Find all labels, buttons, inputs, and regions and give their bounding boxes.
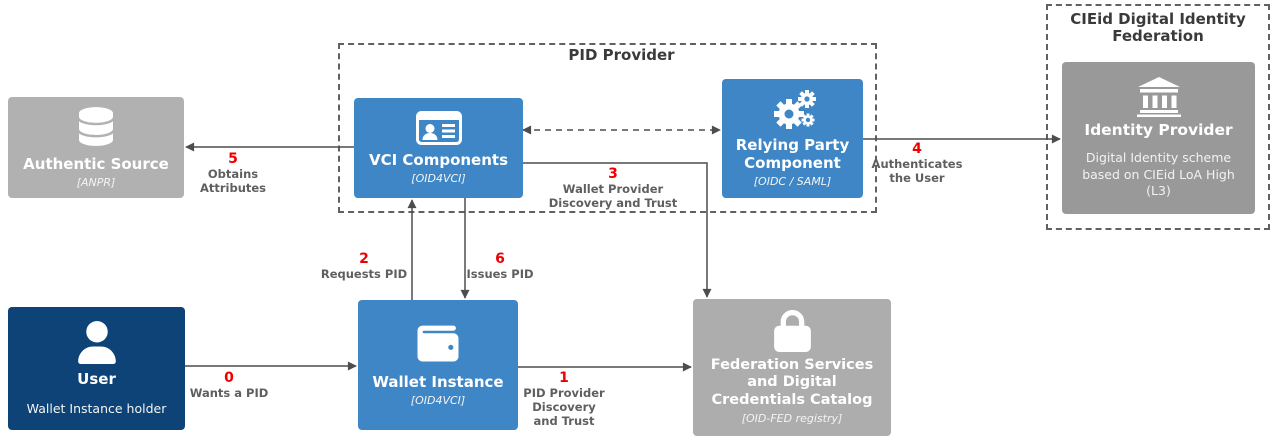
edge-label-6: 6 Issues PID [466,251,533,281]
edge-text: Issues PID [466,267,534,282]
node-authentic-source: Authentic Source [ANPR] [8,97,184,198]
node-subtitle: [ANPR] [76,175,116,189]
node-wallet-instance: Wallet Instance [OID4VCI] [358,300,518,430]
edge-3-wallet-provider-discovery [523,162,712,298]
edge-label-5: 5 Obtains Attributes [200,151,266,195]
edge-label-3: 3 Wallet Provider Discovery and Trust [549,166,677,210]
gears-icon [769,89,817,131]
pid-provider-group-title: PID Provider [568,46,675,64]
node-title: Authentic Source [23,154,169,173]
bank-icon [1136,76,1181,117]
node-title: Identity Provider [1084,120,1233,139]
node-federation-services: Federation Services and Digital Credenti… [693,299,891,436]
node-title: Federation Services and Digital Credenti… [710,356,874,408]
edge-text: Wallet Provider Discovery and Trust [548,182,678,211]
node-subtitle: [OID4VCI] [410,394,466,407]
pid-provider-group: PID Provider [338,43,877,213]
node-title: Relying Party Component [735,136,850,172]
edge-text: PID Provider Discovery and Trust [523,386,605,429]
edge-text: Wants a PID [189,386,269,401]
id-card-icon [415,111,462,145]
edge-label-0: 0 Wants a PID [190,370,269,400]
node-description: Digital Identity scheme based on CIEid L… [1082,150,1235,198]
edge-number: 6 [495,251,505,267]
edge-number: 2 [359,251,369,267]
edge-text: Obtains Attributes [199,167,267,196]
node-title: User [77,370,116,388]
edge-number: 0 [224,370,234,386]
node-title: Wallet Instance [372,373,504,391]
edge-text: Authenticates the User [871,157,963,186]
edge-number: 5 [228,151,238,167]
edge-number: 4 [912,141,922,157]
edge-label-1: 1 PID Provider Discovery and Trust [523,370,604,428]
edge-number: 1 [559,370,569,386]
edge-label-2: 2 Requests PID [321,251,407,281]
cieid-federation-group: CIEid Digital Identity Federation [1046,4,1270,230]
edge-text: Requests PID [320,267,408,282]
node-title: VCI Components [368,151,509,169]
node-subtitle: [OID-FED registry] [741,412,843,426]
node-subtitle: [OIDC / SAML] [753,175,832,188]
edge-number: 3 [608,166,618,182]
node-user: User Wallet Instance holder [8,307,185,430]
node-relying-party-component: Relying Party Component [OIDC / SAML] [722,79,863,198]
lock-icon [773,309,811,352]
database-icon [79,106,113,146]
node-subtitle: [OID4VCI] [411,172,466,185]
cieid-federation-group-title: CIEid Digital Identity Federation [1070,10,1246,46]
person-icon [77,321,116,364]
node-vci-components: VCI Components [OID4VCI] [354,98,523,198]
node-subtitle: Wallet Instance holder [26,401,167,416]
wallet-icon [416,323,460,364]
node-identity-provider: Identity Provider Digital Identity schem… [1062,62,1255,214]
edge-label-4: 4 Authenticates the User [872,141,963,185]
